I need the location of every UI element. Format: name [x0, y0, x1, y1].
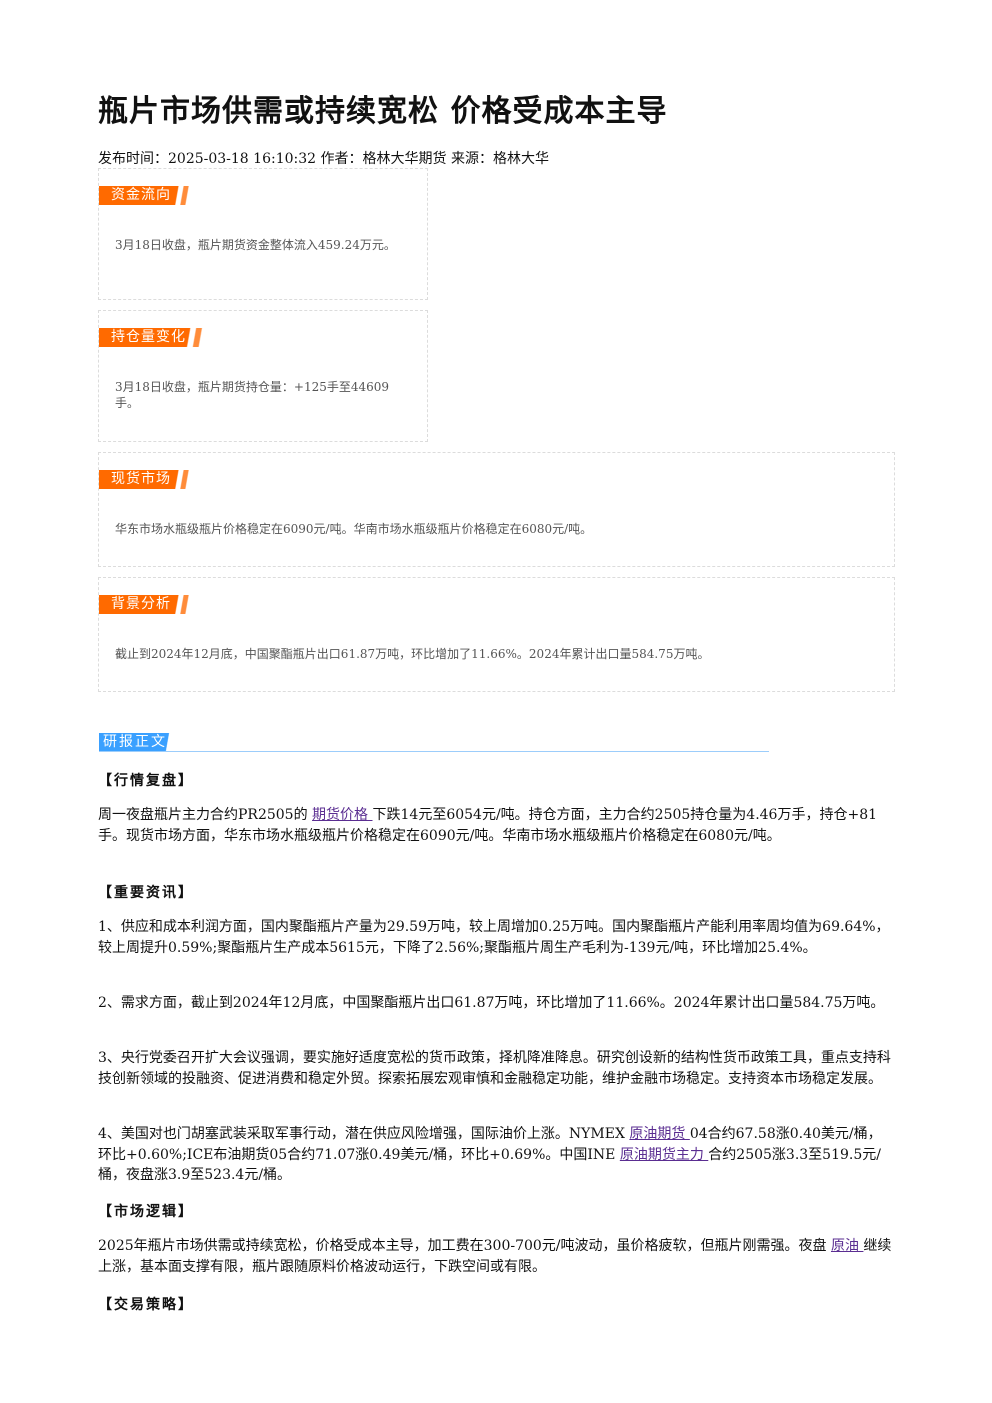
market-review-heading: 【行情复盘】 [98, 773, 194, 789]
report-divider [99, 751, 769, 752]
position-card: 持仓量变化 3月18日收盘，瓶片期货持仓量：+125手至44609手。 [98, 310, 428, 442]
background-tag: 背景分析 [99, 595, 197, 614]
news-item-4-text-a: 4、美国对也门胡塞武装采取军事行动，潜在供应风险增强，国际油价上涨。NYMEX [98, 1126, 630, 1142]
report-body-tag: 研报正文 [99, 733, 175, 751]
logic-text-b: 继续上涨，基本面支撑有限，瓶片跟随原料价格波动运行，下跌空间或有限。 [98, 1238, 892, 1275]
logic-paragraph: 2025年瓶片市场供需或持续宽松，价格受成本主导，加工费在300-700元/吨波… [98, 1236, 894, 1277]
news-item-4-text-c: 合约2505涨3.3至519.5元/桶，夜盘涨3.9至523.4元/桶。 [98, 1146, 881, 1184]
background-text: 截止到2024年12月底，中国聚酯瓶片出口61.87万吨，环比增加了11.66%… [115, 647, 710, 661]
news-heading: 【重要资讯】 [98, 885, 194, 901]
fund-flow-tag: 资金流向 [99, 186, 197, 205]
crude-futures-link[interactable]: 原油期货 [629, 1126, 690, 1142]
fund-flow-text: 3月18日收盘，瓶片期货资金整体流入459.24万元。 [115, 238, 396, 252]
news-item-2: 2、需求方面，截止到2024年12月底，中国聚酯瓶片出口61.87万吨，环比增加… [98, 995, 885, 1011]
position-text: 3月18日收盘，瓶片期货持仓量：+125手至44609手。 [115, 380, 390, 410]
crude-oil-link[interactable]: 原油 [830, 1238, 864, 1254]
article-meta: 发布时间：2025-03-18 16:10:32 作者：格林大华期货 来源：格林… [98, 151, 549, 167]
background-card: 背景分析 截止到2024年12月底，中国聚酯瓶片出口61.87万吨，环比增加了1… [98, 577, 895, 692]
spot-market-card: 现货市场 华东市场水瓶级瓶片价格稳定在6090元/吨。华南市场水瓶级瓶片价格稳定… [98, 452, 895, 567]
market-review-text-a: 周一夜盘瓶片主力合约PR2505的 [98, 807, 313, 823]
article-title: 瓶片市场供需或持续宽松 价格受成本主导 [98, 94, 668, 129]
fund-flow-card: 资金流向 3月18日收盘，瓶片期货资金整体流入459.24万元。 [98, 168, 428, 300]
logic-text-a: 2025年瓶片市场供需或持续宽松，价格受成本主导，加工费在300-700元/吨波… [98, 1238, 831, 1254]
news-item-3: 3、央行党委召开扩大会议强调，要实施好适度宽松的货币政策，择机降准降息。研究创设… [98, 1050, 891, 1087]
market-review-text-b: 下跌14元至6054元/吨。持仓方面，主力合约2505持仓量为4.46万手，持仓… [98, 807, 878, 844]
news-item-4-text-b: 04合约67.58涨0.40美元/桶，环比+0.60%;ICE布油期货05合约7… [98, 1126, 882, 1163]
futures-price-link[interactable]: 期货价格 [312, 807, 373, 823]
news-item-4: 4、美国对也门胡塞武装采取军事行动，潜在供应风险增强，国际油价上涨。NYMEX … [98, 1124, 894, 1186]
spot-market-tag: 现货市场 [99, 470, 197, 489]
logic-heading: 【市场逻辑】 [98, 1204, 194, 1220]
spot-market-text: 华东市场水瓶级瓶片价格稳定在6090元/吨。华南市场水瓶级瓶片价格稳定在6080… [115, 522, 593, 536]
news-item-1: 1、供应和成本利润方面，国内聚酯瓶片产量为29.59万吨，较上周增加0.25万吨… [98, 919, 890, 956]
position-tag: 持仓量变化 [99, 328, 212, 347]
strategy-heading: 【交易策略】 [98, 1297, 194, 1313]
crude-futures-main-link[interactable]: 原油期货主力 [619, 1146, 709, 1163]
market-review-paragraph: 周一夜盘瓶片主力合约PR2505的 期货价格 下跌14元至6054元/吨。持仓方… [98, 805, 894, 846]
